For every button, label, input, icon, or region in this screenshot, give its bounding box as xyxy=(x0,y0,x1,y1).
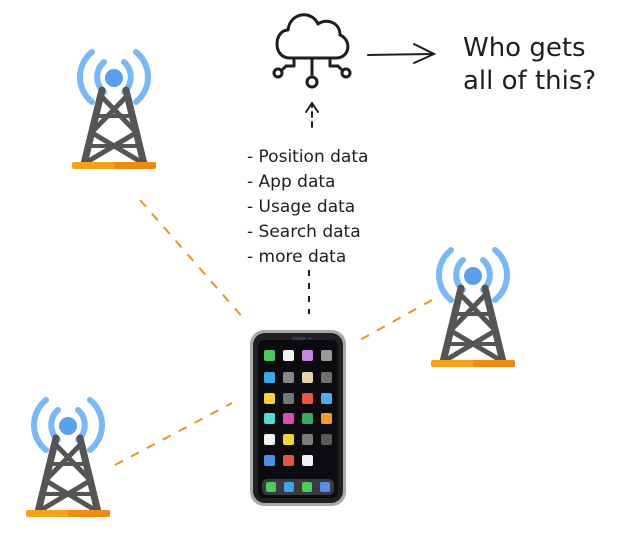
question-line-2: all of this? xyxy=(463,66,596,96)
link-right-tower xyxy=(359,299,433,341)
app-grid xyxy=(264,350,332,466)
upload-arrow xyxy=(305,101,319,128)
link-top-left-tower xyxy=(139,199,246,321)
data-list-item: - Search data xyxy=(247,222,361,242)
dock xyxy=(266,482,330,492)
smartphone-icon xyxy=(250,330,346,506)
link-bottom-left-tower xyxy=(114,402,233,466)
data-list-item: - more data xyxy=(247,247,346,267)
cell-tower-icon xyxy=(72,52,156,169)
question-arrow xyxy=(367,43,437,64)
data-list-item: - App data xyxy=(247,172,335,192)
cell-tower-icon xyxy=(431,250,515,367)
cell-tower-icon xyxy=(26,400,110,517)
cloud-network-icon xyxy=(272,13,352,89)
question-line-1: Who gets xyxy=(463,33,586,63)
data-list: - Position data - App data - Usage data … xyxy=(247,147,368,267)
data-list-item: - Position data xyxy=(247,147,368,167)
data-list-item: - Usage data xyxy=(247,197,355,217)
